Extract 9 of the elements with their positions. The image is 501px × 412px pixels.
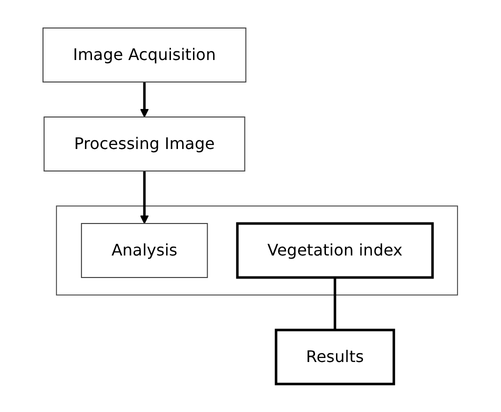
cluster xyxy=(56,206,458,296)
node-box: Vegetation index xyxy=(236,222,434,279)
node-box: Analysis xyxy=(81,223,208,278)
arrow xyxy=(140,171,150,224)
arrow xyxy=(140,82,150,118)
node-box: Processing Image xyxy=(44,116,246,172)
node-box: Image Acquisition xyxy=(42,28,247,82)
node-box: Results xyxy=(275,328,396,386)
connector xyxy=(334,278,336,330)
